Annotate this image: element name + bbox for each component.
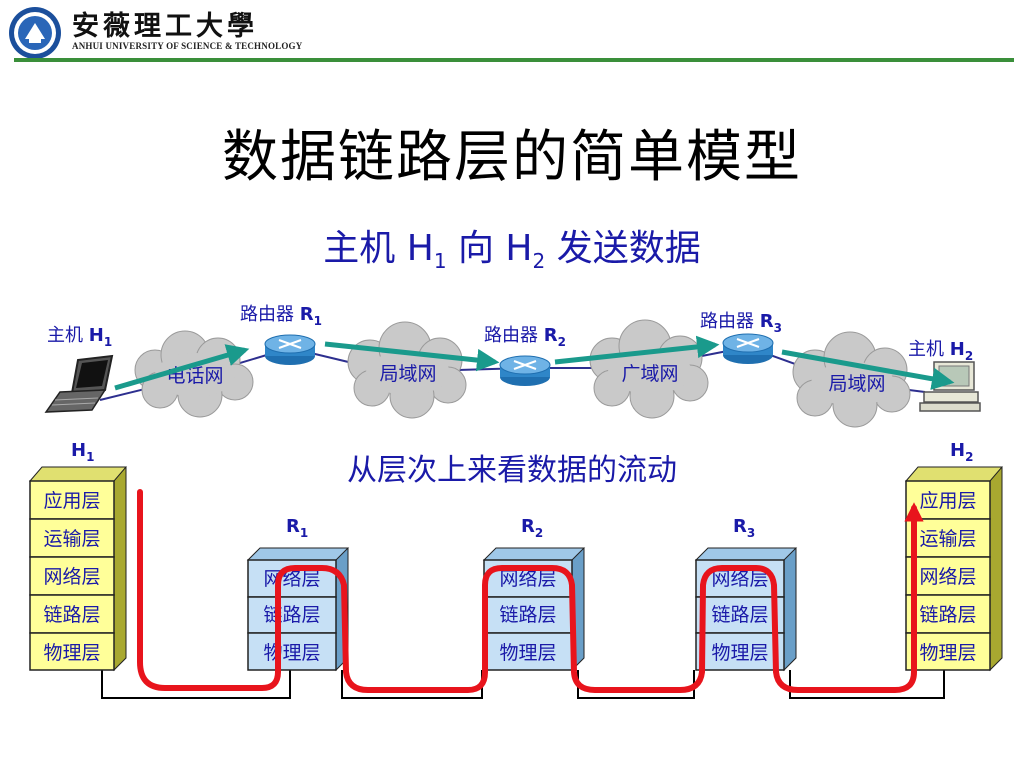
data-flow-path (137, 489, 924, 693)
cloud-lan-1: 局域网 (347, 321, 467, 419)
stack-label-h2: H2 (950, 440, 973, 464)
stack-label-r1: R1 (286, 516, 308, 540)
layer-physical: 物理层 (919, 642, 976, 664)
page-title: 数据链路层的简单模型 (222, 125, 802, 190)
layer-link: 链路层 (711, 604, 768, 626)
layer-network: 网络层 (499, 568, 556, 590)
layer-network: 网络层 (711, 568, 768, 590)
host1-network-label: 主机 H1 (47, 325, 112, 349)
cloud-phone-network: 电话网 (134, 330, 254, 418)
desktop-computer-icon (919, 361, 981, 412)
university-seal-icon (9, 7, 61, 59)
router1-network-label: 路由器 R1 (240, 304, 322, 328)
layer-transport: 运输层 (919, 528, 976, 550)
layer-network: 网络层 (919, 566, 976, 588)
layers-heading: 从层次上来看数据的流动 (347, 453, 677, 488)
router2-network-label: 路由器 R2 (484, 325, 566, 349)
stack-label-r3: R3 (733, 516, 755, 540)
school-name-en: ANHUI UNIVERSITY OF SCIENCE & TECHNOLOGY (72, 41, 303, 51)
stack-label-h1: H1 (71, 440, 94, 464)
cloud-wan: 广域网 (589, 319, 709, 419)
school-name-cn: 安薇理工大學 (72, 11, 258, 42)
layer-transport: 运输层 (43, 528, 100, 550)
stack-label-r2: R2 (521, 516, 543, 540)
layer-link: 链路层 (919, 604, 976, 626)
layer-network: 网络层 (43, 566, 100, 588)
host2-network-label: 主机 H2 (908, 339, 973, 363)
cloud-label-lan-1: 局域网 (379, 363, 436, 385)
host2-layer-stack: 应用层 运输层 网络层 链路层 物理层 (904, 466, 1004, 672)
data-path-arrows (114, 335, 955, 391)
layer-physical: 物理层 (263, 642, 320, 664)
laptop-icon (44, 354, 114, 413)
layer-link: 链路层 (263, 604, 320, 626)
layer-physical: 物理层 (711, 642, 768, 664)
cloud-lan-2: 局域网 (792, 331, 911, 428)
layer-network: 网络层 (263, 568, 320, 590)
router3-network-label: 路由器 R3 (700, 311, 782, 335)
cloud-label-lan-2: 局域网 (828, 373, 885, 395)
layer-link: 链路层 (43, 604, 100, 626)
physical-links (101, 670, 945, 699)
layer-application: 应用层 (43, 490, 100, 512)
header: 安薇理工大學 ANHUI UNIVERSITY OF SCIENCE & TEC… (0, 0, 1024, 70)
router-icon (722, 333, 774, 364)
subtitle: 主机 H1 向 H2 发送数据 (323, 228, 701, 274)
router3-layer-stack: 网络层 链路层 物理层 (694, 547, 798, 672)
header-divider (14, 58, 1014, 62)
router-icon (499, 355, 551, 386)
cloud-label-wan: 广域网 (621, 363, 678, 385)
router-icon (264, 334, 316, 365)
layer-physical: 物理层 (43, 642, 100, 664)
layer-link: 链路层 (499, 604, 556, 626)
layer-application: 应用层 (919, 490, 976, 512)
layer-physical: 物理层 (499, 642, 556, 664)
host1-layer-stack: 应用层 运输层 网络层 链路层 物理层 (28, 466, 128, 672)
